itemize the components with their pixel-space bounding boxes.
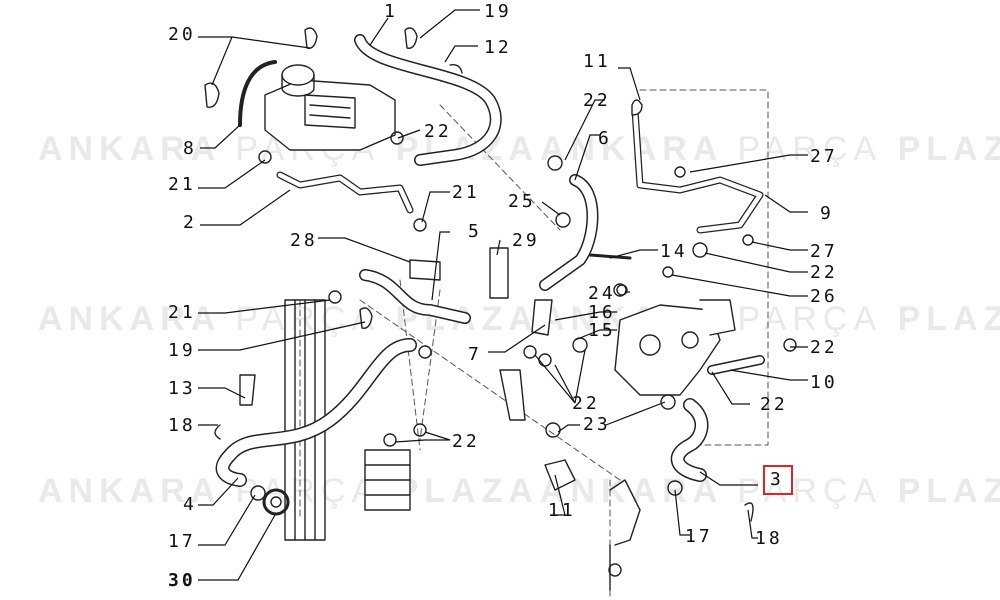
callout-21-c: 21 bbox=[168, 302, 196, 323]
callout-22-tank: 22 bbox=[424, 121, 452, 142]
callout-18-left: 18 bbox=[168, 415, 196, 436]
callout-18-right: 18 bbox=[755, 528, 783, 549]
callout-22-right-c: 22 bbox=[760, 394, 788, 415]
callout-23: 23 bbox=[583, 414, 611, 435]
bolt-27-mid bbox=[742, 234, 754, 246]
callout-19-top: 19 bbox=[484, 1, 512, 22]
clip-18-left bbox=[214, 424, 221, 440]
clip-18-right bbox=[744, 502, 754, 522]
callout-25: 25 bbox=[508, 191, 536, 212]
oil-cooler bbox=[364, 449, 411, 511]
callout-10: 10 bbox=[810, 372, 838, 393]
hose-6-inner bbox=[540, 175, 597, 290]
callout-20: 20 bbox=[168, 24, 196, 45]
connector-16 bbox=[531, 299, 553, 336]
callout-27-top: 27 bbox=[810, 146, 838, 167]
callout-26: 26 bbox=[810, 286, 838, 307]
hose-4-inner bbox=[217, 339, 416, 486]
watermark: ANKARA PARÇA PLAZA bbox=[540, 130, 1000, 168]
bracket-29 bbox=[489, 247, 509, 299]
bolt-26 bbox=[662, 266, 674, 278]
clip-12 bbox=[449, 63, 463, 74]
bracket-13 bbox=[239, 374, 256, 406]
callout-1: 1 bbox=[384, 1, 398, 22]
hose-5-inner bbox=[360, 270, 470, 323]
callout-3: 3 bbox=[770, 469, 784, 490]
clamp-19-left bbox=[359, 307, 373, 329]
callout-4: 4 bbox=[183, 494, 197, 515]
callout-2: 2 bbox=[183, 212, 197, 233]
callout-11-top: 11 bbox=[583, 51, 611, 72]
highlight-box-part-3 bbox=[763, 465, 793, 495]
callout-22-right-a: 22 bbox=[810, 262, 838, 283]
pulley-30 bbox=[262, 488, 290, 516]
callout-22-lower-left: 22 bbox=[452, 431, 480, 452]
callout-27-mid: 27 bbox=[810, 241, 838, 262]
fitting-7 bbox=[499, 369, 526, 421]
lower-pipe-assembly bbox=[544, 459, 641, 591]
callout-21-b: 21 bbox=[452, 182, 480, 203]
thermostat-housing bbox=[614, 299, 736, 396]
pipe-9-inner bbox=[632, 107, 763, 233]
leader-lines bbox=[198, 9, 808, 581]
pipe-9 bbox=[631, 106, 764, 234]
hose-1-inner bbox=[355, 35, 501, 165]
callout-22-center-top: 22 bbox=[583, 90, 611, 111]
callout-6: 6 bbox=[598, 128, 612, 149]
callout-15: 15 bbox=[588, 320, 616, 341]
cap-11-top bbox=[631, 99, 643, 116]
callout-13: 13 bbox=[168, 378, 196, 399]
callout-14: 14 bbox=[660, 241, 688, 262]
callout-28: 28 bbox=[290, 230, 318, 251]
callout-17-right: 17 bbox=[685, 526, 713, 547]
callout-22-right-b: 22 bbox=[810, 337, 838, 358]
callout-30: 30 bbox=[168, 570, 196, 591]
callout-11-lower: 11 bbox=[548, 500, 576, 521]
hose-2-inner bbox=[277, 172, 413, 213]
callout-7: 7 bbox=[468, 344, 482, 365]
callout-9: 9 bbox=[820, 203, 834, 224]
expansion-tank bbox=[264, 64, 396, 151]
clamp-19-top bbox=[404, 27, 418, 49]
washer-24 bbox=[616, 284, 628, 296]
hose-3-inner bbox=[672, 399, 707, 481]
callout-21-a: 21 bbox=[168, 174, 196, 195]
clip-28 bbox=[409, 259, 441, 281]
callout-5: 5 bbox=[468, 221, 482, 242]
hose-10-inner bbox=[708, 356, 764, 374]
callout-12: 12 bbox=[484, 37, 512, 58]
callout-8: 8 bbox=[183, 138, 197, 159]
callout-24: 24 bbox=[588, 283, 616, 304]
overflow-tube bbox=[238, 60, 277, 127]
bolt-27-top bbox=[674, 166, 686, 178]
callout-22-center: 22 bbox=[572, 393, 600, 414]
callout-19-left: 19 bbox=[168, 340, 196, 361]
callout-29: 29 bbox=[512, 230, 540, 251]
callout-17-left: 17 bbox=[168, 531, 196, 552]
callout-16: 16 bbox=[588, 302, 616, 323]
pulley-30-hub bbox=[270, 496, 282, 508]
bracket-14 bbox=[588, 253, 632, 260]
